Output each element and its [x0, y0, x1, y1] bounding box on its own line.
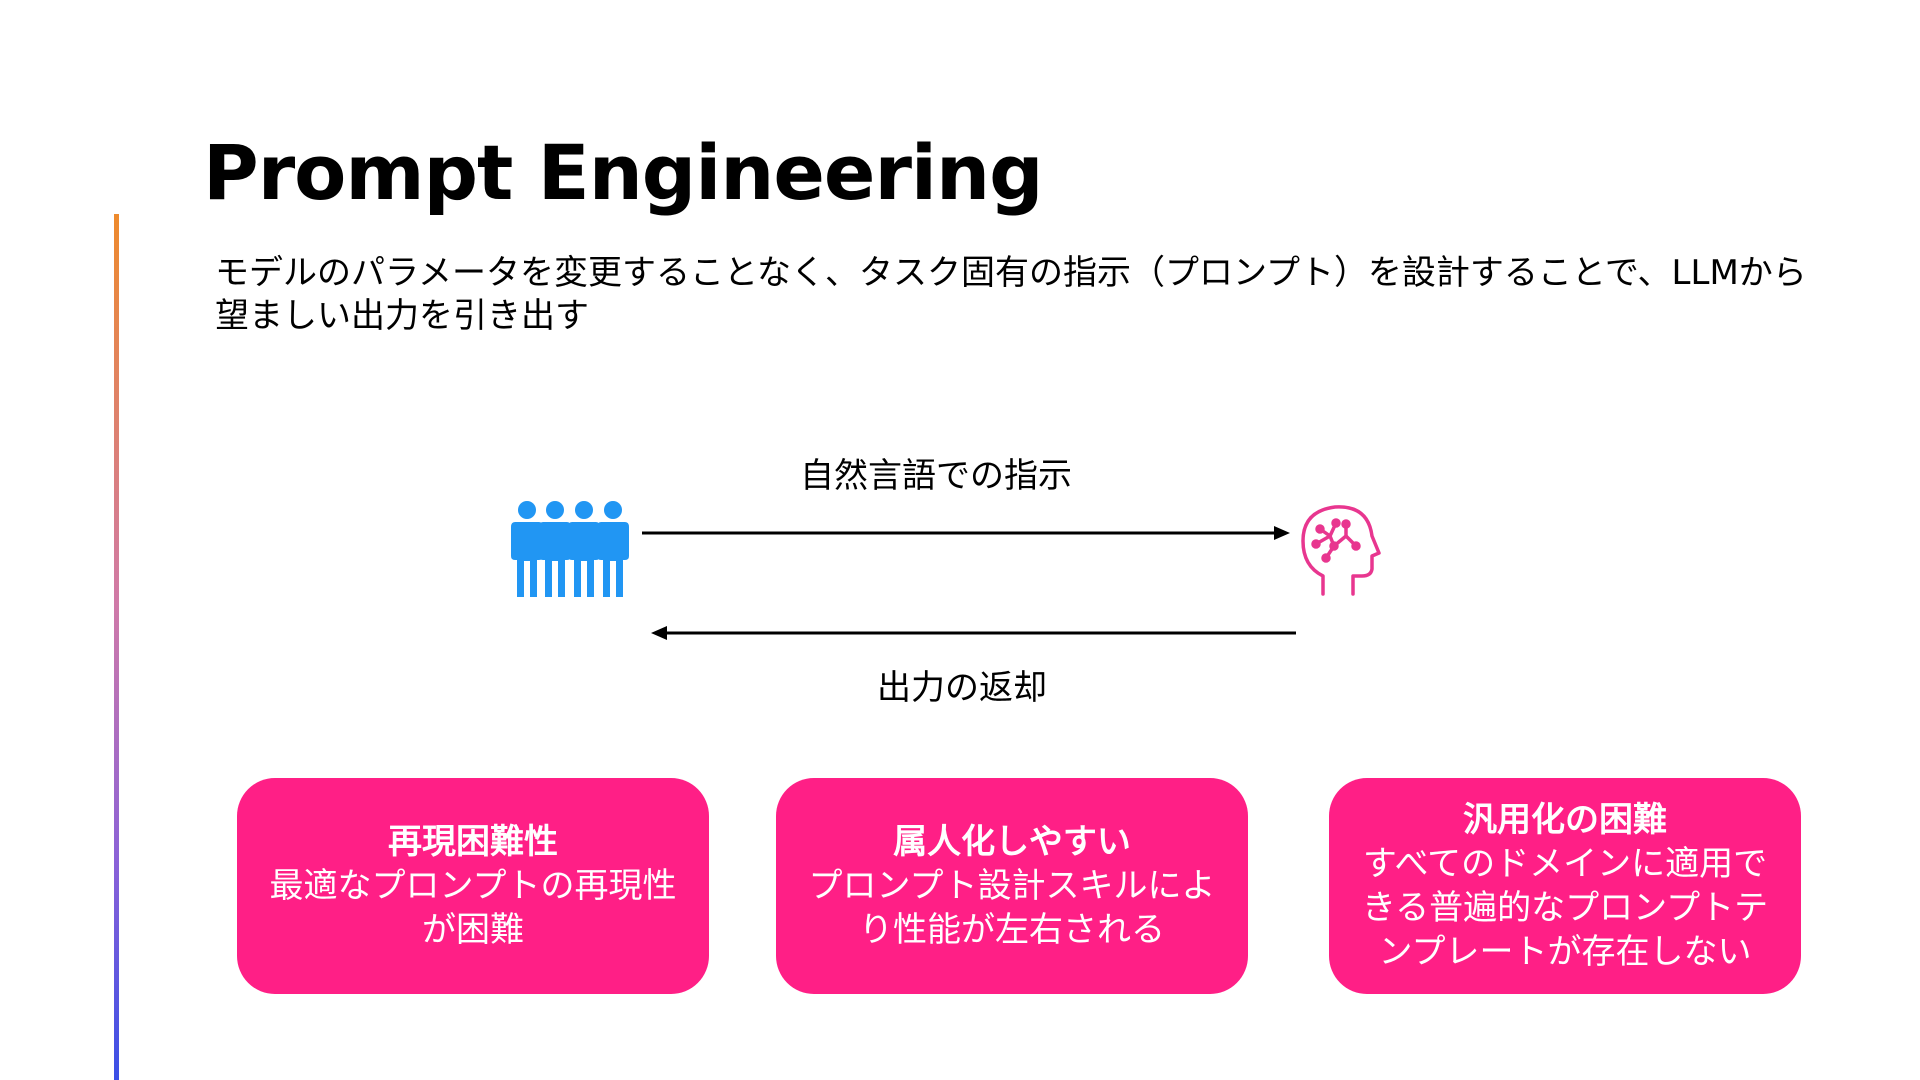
accent-bar — [114, 214, 119, 1080]
card-body: すべてのドメインに適用できる普遍的なプロンプトテンプレートが存在しない — [1361, 844, 1769, 972]
card-title: 再現困難性 — [388, 822, 558, 862]
people-group-icon — [511, 501, 629, 597]
instruction-arrow — [642, 526, 1290, 540]
return-label: 出力の返却 — [877, 668, 1047, 708]
instruction-label: 自然言語での指示 — [800, 456, 1072, 496]
card-body: 最適なプロンプトの再現性が困難 — [269, 866, 677, 950]
card-reproducibility: 再現困難性 最適なプロンプトの再現性が困難 — [237, 778, 709, 994]
page-title: Prompt Engineering — [203, 128, 1043, 217]
card-body: プロンプト設計スキルにより性能が左右される — [808, 866, 1216, 950]
return-arrow — [651, 626, 1296, 640]
card-personalization: 属人化しやすい プロンプト設計スキルにより性能が左右される — [776, 778, 1248, 994]
card-generalization: 汎用化の困難 すべてのドメインに適用できる普遍的なプロンプトテンプレートが存在し… — [1329, 778, 1801, 994]
ai-brain-head-icon — [1301, 505, 1381, 596]
page-subtitle: モデルのパラメータを変更することなく、タスク固有の指示（プロンプト）を設計するこ… — [215, 253, 1807, 336]
card-title: 汎用化の困難 — [1463, 800, 1667, 840]
card-title: 属人化しやすい — [893, 822, 1131, 862]
